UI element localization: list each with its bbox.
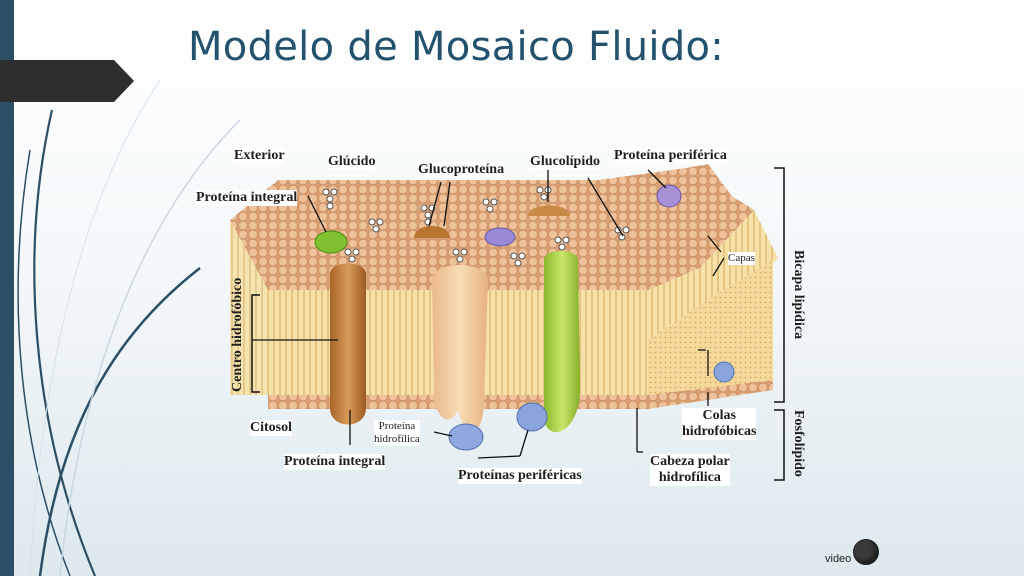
- title-arrow-tab: [0, 60, 134, 102]
- label-capas: Capas: [728, 252, 755, 265]
- label-proteina-hidrofilica-line2: hidrofílica: [374, 433, 420, 445]
- label-bicapa-lipidica: Bicapa lipídica: [791, 250, 806, 340]
- label-proteina-integral-bottom: Proteína integral: [284, 454, 386, 470]
- label-proteina-hidrofilica: Proteína hidrofílica: [374, 420, 420, 446]
- label-colas-line2: hidrofóbicas: [682, 424, 757, 439]
- label-fosfolipido: Fosfolípido: [791, 410, 806, 477]
- label-cabeza-line2: hidrofílica: [658, 470, 721, 485]
- membrane-diagram: Exterior Glúcido Glucoproteína Glucolípi…: [188, 140, 814, 492]
- label-proteina-periferica: Proteína periférica: [614, 148, 727, 164]
- label-glucolipido: Glucolípido: [530, 154, 601, 170]
- membrane-illustration: [230, 164, 785, 481]
- label-proteina-integral-top: Proteína integral: [196, 190, 298, 206]
- label-cabeza-polar: Cabeza polar hidrofílica: [650, 454, 730, 486]
- label-glucoproteina: Glucoproteína: [418, 162, 505, 178]
- slide-title: Modelo de Mosaico Fluido:: [188, 24, 725, 70]
- label-centro-hidrofobico: Centro hidrofóbico: [230, 277, 245, 392]
- label-citosol: Citosol: [250, 420, 292, 436]
- decorative-curves: [17, 79, 241, 576]
- label-glucido: Glúcido: [328, 154, 376, 170]
- label-colas-line1: Colas: [702, 408, 736, 423]
- video-link-label[interactable]: video: [825, 553, 852, 565]
- label-exterior: Exterior: [234, 148, 285, 164]
- label-colas-hidrofobicas: Colas hidrofóbicas: [682, 408, 757, 440]
- label-proteinas-perifericas: Proteínas periféricas: [458, 468, 582, 484]
- video-play-button[interactable]: [853, 539, 879, 565]
- left-accent-bar: [0, 0, 14, 576]
- label-proteina-hidrofilica-line1: Proteína: [378, 420, 416, 432]
- label-cabeza-line1: Cabeza polar: [650, 454, 730, 469]
